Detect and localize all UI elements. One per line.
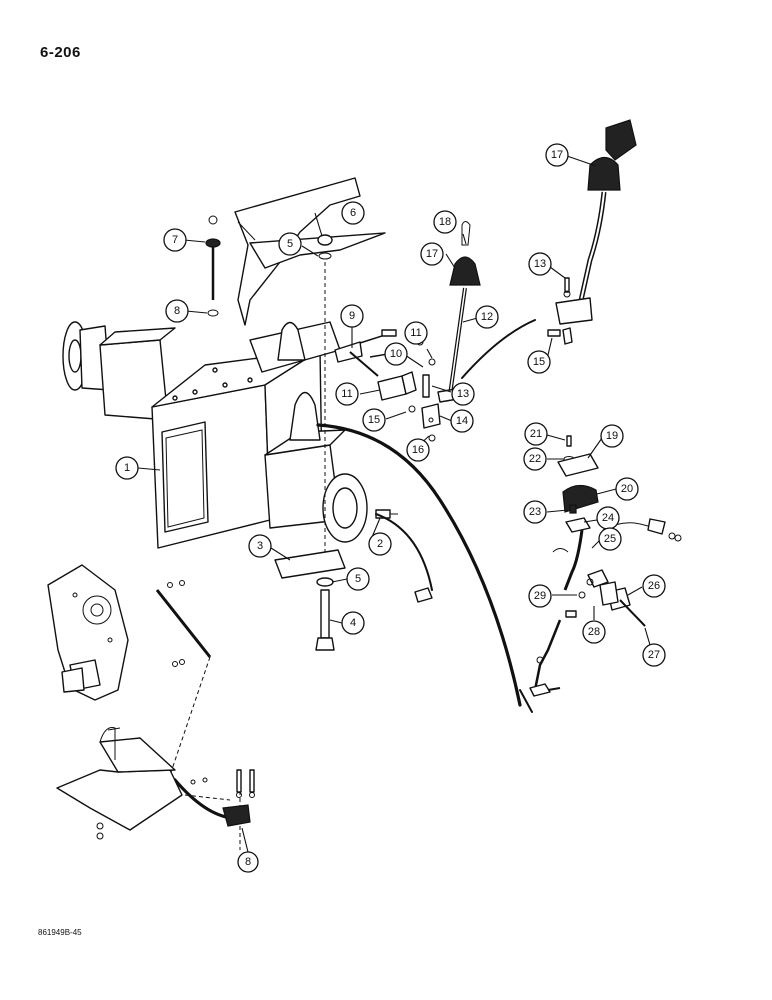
svg-text:24: 24 xyxy=(602,512,614,524)
svg-text:28: 28 xyxy=(588,626,600,638)
callout-17-right: 17 xyxy=(545,143,569,167)
svg-text:8: 8 xyxy=(174,305,180,317)
callout-18: 18 xyxy=(433,210,457,234)
svg-text:8: 8 xyxy=(245,856,251,868)
callout-5-upper: 5 xyxy=(278,232,302,256)
svg-text:6: 6 xyxy=(350,207,356,219)
callout-12: 12 xyxy=(475,305,499,329)
mounting-bracket-and-bolt xyxy=(274,549,346,651)
callout-15-left: 15 xyxy=(362,408,386,432)
callout-1: 1 xyxy=(115,456,139,480)
callout-16: 16 xyxy=(406,438,430,462)
svg-text:11: 11 xyxy=(410,327,421,339)
svg-text:13: 13 xyxy=(457,388,469,400)
svg-text:17: 17 xyxy=(426,248,438,260)
shift-lever-left xyxy=(437,221,481,403)
callout-3: 3 xyxy=(248,534,272,558)
svg-text:20: 20 xyxy=(621,483,633,495)
svg-text:1: 1 xyxy=(124,462,130,474)
callout-9: 9 xyxy=(340,304,364,328)
callout-13-left: 13 xyxy=(451,382,475,406)
callout-5-lower: 5 xyxy=(346,567,370,591)
control-cables xyxy=(173,319,536,820)
svg-text:29: 29 xyxy=(534,590,546,602)
figure-code: 861949B-45 xyxy=(38,928,82,937)
svg-text:26: 26 xyxy=(648,580,660,592)
callout-22: 22 xyxy=(523,447,547,471)
callout-8: 8 xyxy=(165,299,189,323)
svg-text:4: 4 xyxy=(350,617,356,629)
svg-text:17: 17 xyxy=(551,149,563,161)
svg-text:7: 7 xyxy=(172,234,178,246)
callout-6: 6 xyxy=(341,201,365,225)
svg-text:27: 27 xyxy=(648,649,660,661)
svg-text:12: 12 xyxy=(481,311,493,323)
callout-7: 7 xyxy=(163,228,187,252)
shift-linkage xyxy=(334,329,441,442)
callout-13-right: 13 xyxy=(528,252,552,276)
callout-25: 25 xyxy=(598,527,622,551)
callout-11-upper: 11 xyxy=(404,321,428,345)
svg-text:3: 3 xyxy=(257,540,263,552)
callout-14: 14 xyxy=(450,409,474,433)
callout-27: 27 xyxy=(642,643,666,667)
svg-text:22: 22 xyxy=(529,453,541,465)
callout-15-right: 15 xyxy=(527,350,551,374)
svg-text:19: 19 xyxy=(606,430,618,442)
support-rod-and-bracket xyxy=(56,580,255,850)
svg-text:5: 5 xyxy=(355,573,361,585)
nut-and-washer-top xyxy=(317,234,333,570)
callout-2: 2 xyxy=(368,532,392,556)
svg-text:18: 18 xyxy=(439,216,451,228)
svg-text:10: 10 xyxy=(390,348,402,360)
callout-23: 23 xyxy=(523,500,547,524)
callout-28: 28 xyxy=(582,620,606,644)
right-shifter-assembly xyxy=(529,435,682,697)
svg-text:9: 9 xyxy=(349,310,355,322)
lower-left-housing xyxy=(47,564,129,701)
callout-8-lower: 8 xyxy=(237,851,259,873)
bolt-right-flange xyxy=(375,509,433,603)
svg-text:23: 23 xyxy=(529,506,541,518)
svg-text:13: 13 xyxy=(534,258,546,270)
callout-17-left: 17 xyxy=(420,242,444,266)
svg-text:2: 2 xyxy=(377,538,383,550)
page-number: 6-206 xyxy=(40,44,81,61)
callout-24: 24 xyxy=(596,506,620,530)
callout-11-lower: 11 xyxy=(335,382,359,406)
callout-26: 26 xyxy=(642,574,666,598)
svg-text:21: 21 xyxy=(530,428,542,440)
svg-text:15: 15 xyxy=(368,414,380,426)
callout-10: 10 xyxy=(384,342,408,366)
svg-text:16: 16 xyxy=(412,444,424,456)
svg-text:15: 15 xyxy=(533,356,545,368)
callout-19: 19 xyxy=(600,424,624,448)
callout-20: 20 xyxy=(615,477,639,501)
callout-4: 4 xyxy=(341,611,365,635)
svg-text:5: 5 xyxy=(287,238,293,250)
dipstick xyxy=(205,215,221,317)
transmission-housing xyxy=(62,321,368,549)
svg-text:11: 11 xyxy=(341,388,352,400)
callout-29: 29 xyxy=(528,584,552,608)
callout-21: 21 xyxy=(524,422,548,446)
svg-text:25: 25 xyxy=(604,533,616,545)
svg-text:14: 14 xyxy=(456,415,468,427)
